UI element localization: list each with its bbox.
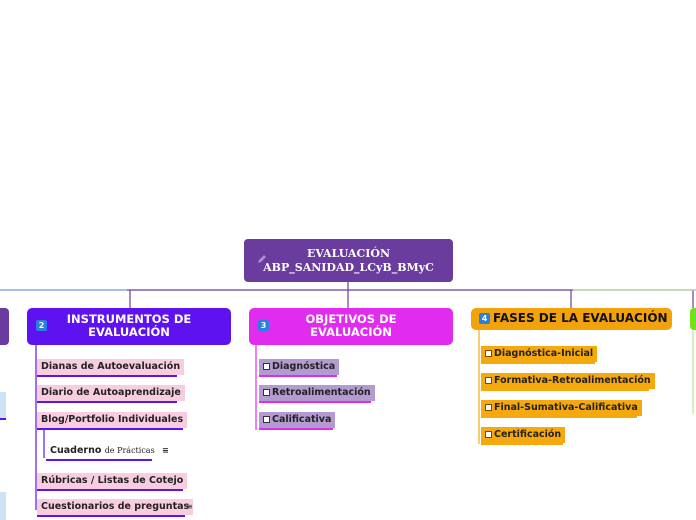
list-item[interactable]: Dianas de Autoevaluación: [37, 359, 185, 375]
item-underline: [37, 489, 183, 491]
offscreen-node-left[interactable]: [0, 492, 6, 520]
checkbox-icon[interactable]: [485, 377, 492, 384]
item-label: Diagnóstica: [272, 361, 336, 372]
number-badge-icon: 4: [479, 313, 490, 324]
item-underline: [481, 416, 637, 418]
checkbox-icon[interactable]: [485, 404, 492, 411]
root-node[interactable]: EVALUACIÓN ABP_SANIDAD_LCyB_BMyC: [244, 239, 453, 282]
note-icon[interactable]: ≡: [186, 502, 193, 511]
root-title-line1: EVALUACIÓN: [306, 247, 391, 260]
branch-fases[interactable]: 4 FASES DE LA EVALUACIÓN: [471, 308, 672, 330]
list-item[interactable]: Rúbricas / Listas de Cotejo: [37, 473, 188, 489]
list-item[interactable]: Diagnóstica-Inicial: [481, 346, 598, 362]
note-icon[interactable]: ≡: [161, 446, 169, 455]
list-item-cuestionarios[interactable]: Cuestionarios de preguntas: [37, 499, 194, 515]
number-badge-icon: 3: [258, 320, 269, 331]
offscreen-branch-right[interactable]: [690, 308, 696, 330]
branch-title: FASES DE LA EVALUACIÓN: [493, 311, 668, 325]
item-underline: [37, 515, 185, 517]
offscreen-branch-left[interactable]: [0, 308, 9, 345]
number-badge-icon: 2: [36, 320, 47, 331]
root-title-line2: ABP_SANIDAD_LCyB_BMyC: [263, 261, 434, 274]
item-underline: [37, 428, 183, 430]
list-item[interactable]: Calificativa: [259, 412, 336, 428]
item-label: Cuaderno: [50, 445, 102, 456]
list-item[interactable]: Blog/Portfolio Individuales: [37, 412, 188, 428]
list-item[interactable]: Certificación: [481, 427, 566, 443]
item-label: Retroalimentación: [272, 387, 371, 398]
item-label: Cuestionarios de preguntas: [41, 501, 190, 512]
offscreen-node-left[interactable]: [0, 392, 6, 418]
item-label: Diagnóstica-Inicial: [494, 348, 594, 359]
list-item-cuaderno[interactable]: Cuaderno de Prácticas ≡: [46, 443, 173, 459]
item-underline: [259, 401, 371, 403]
branch-title: OBJETIVOS DE: [305, 312, 397, 326]
list-item[interactable]: Formativa-Retroalimentación: [481, 373, 655, 389]
pencil-icon: [258, 255, 266, 263]
branch-title: EVALUACIÓN: [310, 325, 392, 339]
branch-title: EVALUACIÓN: [88, 325, 170, 339]
item-underline: [37, 401, 177, 403]
item-label: Formativa-Retroalimentación: [494, 375, 651, 386]
checkbox-icon[interactable]: [485, 431, 492, 438]
list-item[interactable]: Final-Sumativa-Calificativa: [481, 400, 642, 416]
item-label: Certificación: [494, 429, 562, 440]
item-underline: [259, 428, 333, 430]
item-underline: [46, 459, 152, 461]
list-item[interactable]: Retroalimentación: [259, 385, 375, 401]
item-underline: [481, 362, 595, 364]
checkbox-icon[interactable]: [485, 350, 492, 357]
item-underline: [481, 443, 563, 445]
item-label: Calificativa: [272, 414, 332, 425]
checkbox-icon[interactable]: [263, 389, 270, 396]
item-label: Final-Sumativa-Calificativa: [494, 402, 638, 413]
branch-instrumentos[interactable]: 2 INSTRUMENTOS DE EVALUACIÓN: [27, 308, 231, 345]
item-label: de Prácticas: [104, 446, 155, 455]
item-underline: [0, 418, 6, 420]
item-underline: [259, 375, 337, 377]
branch-objetivos[interactable]: 3 OBJETIVOS DE EVALUACIÓN: [249, 308, 453, 345]
list-item[interactable]: Diario de Autoaprendizaje: [37, 385, 185, 401]
list-item[interactable]: Diagnóstica: [259, 359, 340, 375]
branch-title: INSTRUMENTOS DE: [66, 312, 192, 326]
checkbox-icon[interactable]: [263, 416, 270, 423]
item-underline: [37, 375, 177, 377]
checkbox-icon[interactable]: [263, 363, 270, 370]
item-underline: [481, 389, 649, 391]
